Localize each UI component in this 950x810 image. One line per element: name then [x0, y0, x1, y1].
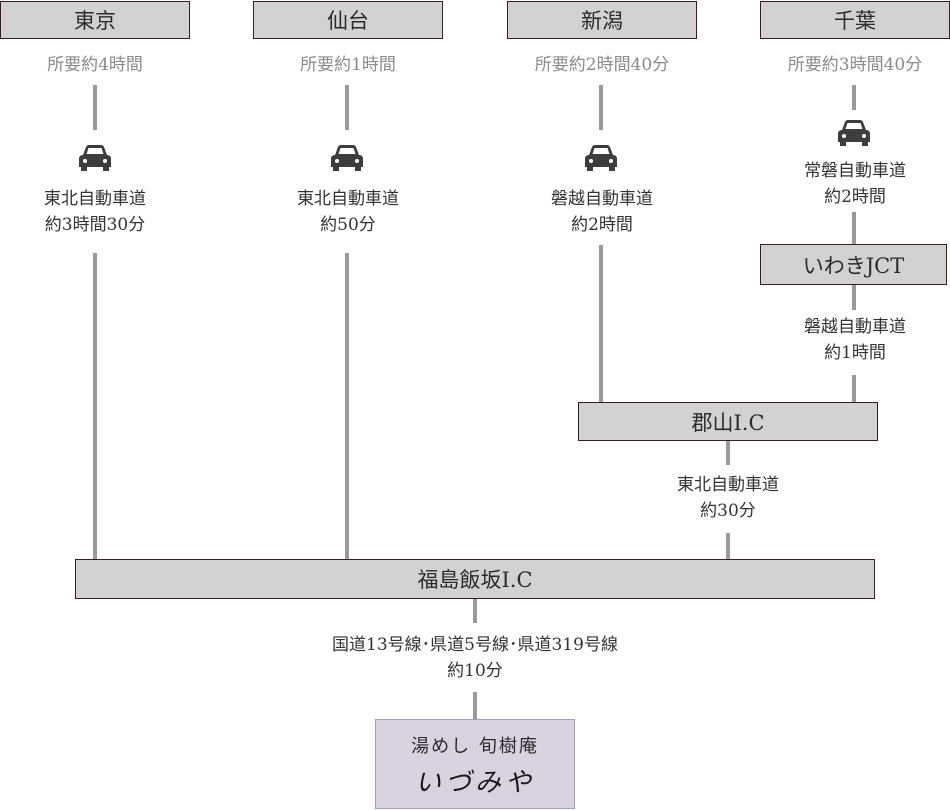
fukushima-connector-top [473, 599, 477, 623]
chiba-connector-mid [852, 212, 856, 244]
tokyo-route: 東北自動車道 約3時間30分 [0, 186, 190, 238]
origin-sendai-label: 仙台 [327, 9, 369, 33]
chiba-connector-bottom [852, 375, 856, 402]
origin-niigata-box: 新潟 [507, 1, 697, 39]
niigata-total-time: 所要約2時間40分 [534, 55, 670, 75]
sendai-connector-top [345, 85, 349, 130]
iwaki-jct-label: いわきJCT [802, 253, 905, 278]
koriyama-ic-label: 郡山I.C [691, 410, 765, 435]
destination-subtitle: 湯めし 旬樹庵 [411, 736, 539, 757]
fukushima-iizaka-ic-box: 福島飯坂I.C [75, 559, 875, 599]
koriyama-route-duration: 約30分 [700, 501, 756, 521]
fukushima-route: 国道13号線･県道5号線･県道319号線 約10分 [225, 632, 725, 684]
fukushima-route-road: 国道13号線･県道5号線･県道319号線 [332, 635, 618, 655]
origin-tokyo-box: 東京 [0, 1, 190, 39]
origin-chiba-label: 千葉 [834, 9, 876, 33]
niigata-route-road: 磐越自動車道 [551, 189, 653, 209]
sendai-route-duration: 約50分 [320, 215, 376, 235]
chiba-connector-top [852, 85, 856, 110]
chiba-total-time: 所要約3時間40分 [787, 55, 923, 75]
chiba-route-duration: 約2時間 [824, 187, 886, 207]
origin-niigata-label: 新潟 [581, 9, 623, 33]
niigata-route-duration: 約2時間 [571, 215, 633, 235]
sendai-route: 東北自動車道 約50分 [253, 186, 443, 238]
origin-tokyo-label: 東京 [74, 9, 116, 33]
fukushima-route-duration: 約10分 [447, 661, 503, 681]
chiba-connector-jct [852, 285, 856, 310]
sendai-total-time: 所要約1時間 [300, 55, 396, 75]
tokyo-route-duration: 約3時間30分 [44, 215, 146, 235]
origin-sendai-box: 仙台 [253, 1, 443, 39]
car-icon [838, 120, 870, 146]
iwaki-jct-box: いわきJCT [760, 244, 947, 285]
tokyo-total-time: 所要約4時間 [47, 55, 143, 75]
chiba-route-2-duration: 約1時間 [824, 343, 886, 363]
koriyama-route-road: 東北自動車道 [677, 475, 779, 495]
koriyama-connector-bottom [726, 533, 730, 559]
fukushima-connector-bottom [473, 692, 477, 719]
koriyama-connector-top [726, 441, 730, 465]
niigata-connector-bottom [599, 245, 603, 402]
niigata-route: 磐越自動車道 約2時間 [507, 186, 697, 238]
car-icon [585, 145, 617, 171]
car-icon [79, 145, 111, 171]
tokyo-connector-bottom [93, 253, 97, 560]
fukushima-iizaka-ic-label: 福島飯坂I.C [417, 568, 533, 592]
chiba-route: 常磐自動車道 約2時間 [760, 158, 950, 210]
sendai-connector-bottom [345, 253, 349, 560]
car-icon [331, 145, 363, 171]
origin-chiba-box: 千葉 [760, 1, 950, 39]
niigata-connector-top [599, 85, 603, 130]
chiba-route-2-road: 磐越自動車道 [804, 317, 906, 337]
chiba-route-2: 磐越自動車道 約1時間 [760, 314, 950, 366]
koriyama-ic-box: 郡山I.C [578, 402, 878, 441]
destination-name: いづみや [414, 768, 535, 798]
chiba-route-road: 常磐自動車道 [804, 161, 906, 181]
sendai-route-road: 東北自動車道 [297, 189, 399, 209]
koriyama-route: 東北自動車道 約30分 [628, 472, 828, 524]
tokyo-route-road: 東北自動車道 [44, 189, 146, 209]
tokyo-connector-top [93, 85, 97, 130]
destination-logo: 湯めし 旬樹庵 いづみや [375, 719, 575, 809]
